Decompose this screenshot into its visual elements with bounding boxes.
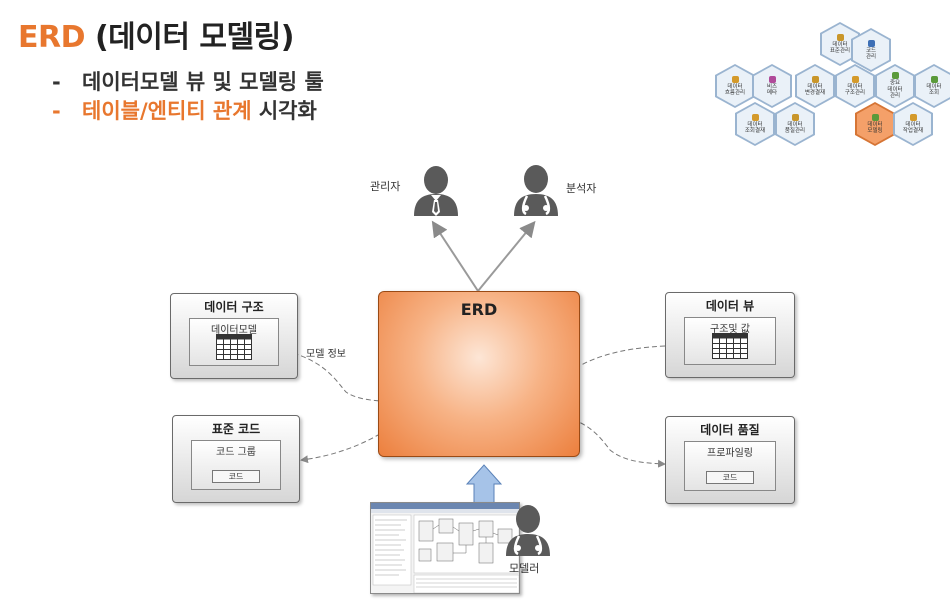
page-title: ERD (데이터 모델링) <box>18 12 294 56</box>
modeling-tool-screenshot <box>370 502 520 594</box>
box-title: 데이터 품질 <box>700 423 760 437</box>
arrow-to-admin <box>431 220 479 292</box>
box-inner: 프로파일링 코드 <box>684 441 776 491</box>
erd-title: ERD <box>460 300 498 319</box>
table-icon <box>712 333 748 359</box>
role-label-admin: 관리자 <box>370 180 401 193</box>
title-rest: (데이터 모델링) <box>85 20 294 55</box>
bullet-item: -데이터모델 뷰 및 모델링 툴 <box>52 66 324 96</box>
bullet-item: -테이블/엔티티 관계 시각화 <box>52 95 317 125</box>
box-inner-label: 프로파일링 <box>707 448 753 459</box>
box-inner-label: 구조및 값 <box>710 324 750 335</box>
box-title: 데이터 뷰 <box>705 299 755 313</box>
code-chip: 코드 <box>212 470 260 483</box>
box-title: 데이터 구조 <box>204 300 264 314</box>
box-inner-label: 데이터모델 <box>211 325 257 336</box>
box-title: 표준 코드 <box>211 422 261 436</box>
role-label-modeler: 모델러 <box>509 562 540 575</box>
box-inner: 구조및 값 <box>684 317 776 365</box>
box-inner: 데이터모델 <box>189 318 279 366</box>
role-label-analyst: 분석자 <box>566 182 597 195</box>
table-icon <box>216 334 252 360</box>
bullet-tail: 시각화 <box>251 99 317 123</box>
standard-code-box: 표준 코드 코드 그룹 코드 <box>172 415 300 503</box>
box-inner-label: 코드 그룹 <box>216 447 256 458</box>
title-erd: ERD <box>18 20 86 55</box>
data-view-box: 데이터 뷰 구조및 값 <box>665 292 795 378</box>
edge-label-model-info: 모델 정보 <box>306 349 346 360</box>
code-chip: 코드 <box>706 471 754 484</box>
data-structure-box: 데이터 구조 데이터모델 <box>170 293 298 379</box>
bullet-dash: - <box>52 99 61 123</box>
bullet-dash: - <box>52 70 61 94</box>
bullet-text: 데이터모델 뷰 및 모델링 툴 <box>82 70 324 94</box>
bullet-highlight: 테이블/엔티티 관계 <box>82 99 252 123</box>
erd-box: ERD <box>378 291 580 457</box>
data-quality-box: 데이터 품질 프로파일링 코드 <box>665 416 795 504</box>
arrow-to-analyst <box>477 220 536 292</box>
box-inner: 코드 그룹 코드 <box>191 440 281 490</box>
